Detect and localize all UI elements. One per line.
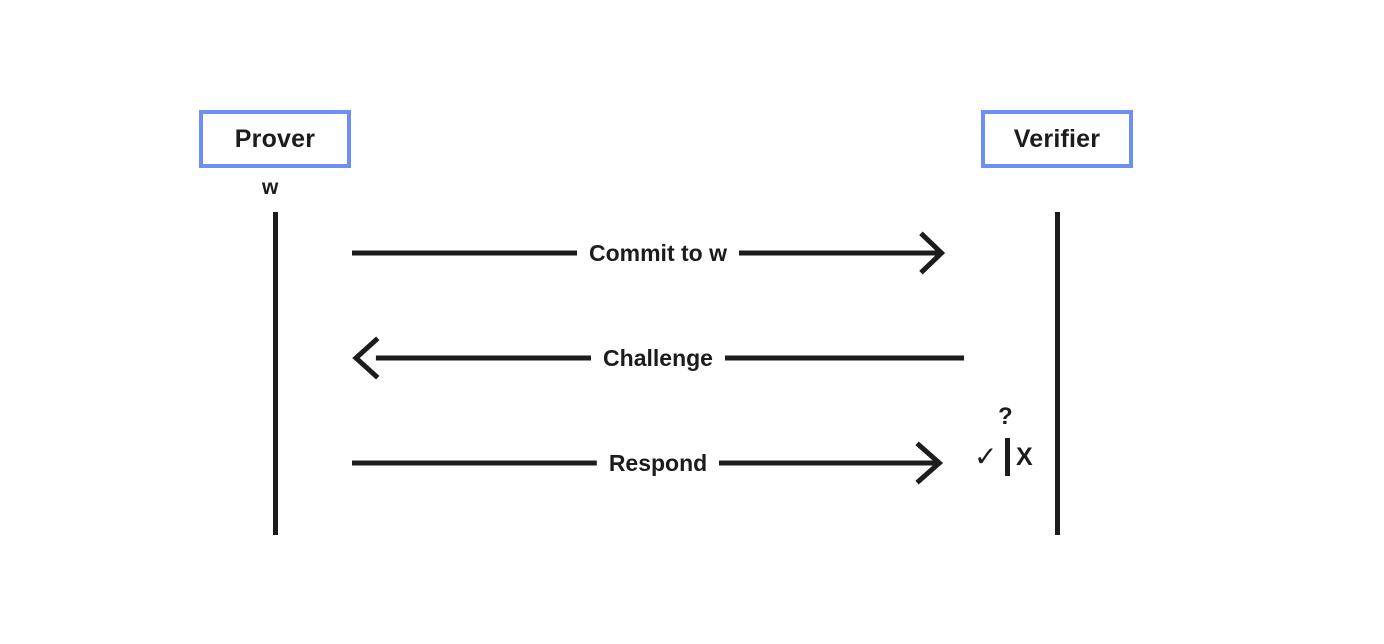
checkmark-icon: ✓ bbox=[974, 441, 998, 472]
actor-box-prover: Prover bbox=[199, 110, 351, 168]
message-line-left-segment-with-arrowhead bbox=[352, 336, 591, 380]
message-label-respond: Respond bbox=[608, 449, 708, 476]
message-line-left-segment bbox=[352, 441, 597, 485]
actor-label-verifier: Verifier bbox=[1013, 124, 1101, 153]
arrowhead-left-icon bbox=[352, 336, 591, 380]
arrowhead-right-icon bbox=[719, 441, 964, 485]
message-line-left-segment bbox=[352, 231, 577, 275]
message-respond: Respond bbox=[352, 441, 964, 485]
message-commit-to-w: Commit to w bbox=[352, 231, 964, 275]
message-challenge: Challenge bbox=[352, 336, 964, 380]
actor-box-verifier: Verifier bbox=[981, 110, 1133, 168]
arrowhead-right-icon bbox=[739, 231, 964, 275]
message-line-right-segment bbox=[725, 336, 964, 380]
lifeline-prover bbox=[273, 212, 278, 535]
message-label-commit: Commit to w bbox=[589, 239, 727, 266]
verdict-divider bbox=[1005, 438, 1010, 476]
message-label-challenge: Challenge bbox=[603, 344, 713, 371]
verdict-cluster: ? ✓ X bbox=[972, 405, 1046, 485]
cross-x-icon: X bbox=[1016, 443, 1033, 471]
question-mark-icon: ? bbox=[998, 403, 1013, 430]
witness-annotation: w bbox=[262, 176, 279, 199]
lifeline-verifier bbox=[1055, 212, 1060, 535]
message-line-right-segment-with-arrowhead bbox=[739, 231, 964, 275]
actor-label-prover: Prover bbox=[234, 124, 316, 153]
message-line-right-segment-with-arrowhead bbox=[719, 441, 964, 485]
